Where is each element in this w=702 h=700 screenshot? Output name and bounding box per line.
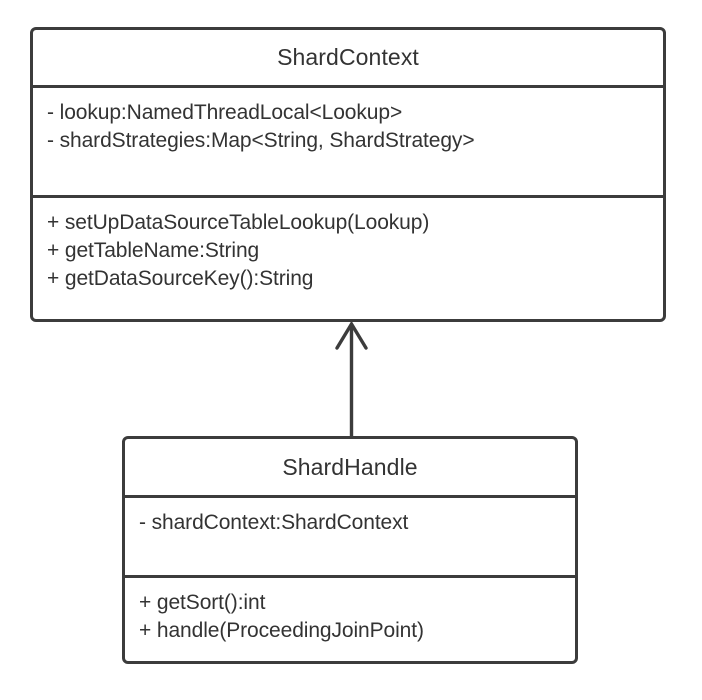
uml-class-shard-handle[interactable]: ShardHandle - shardContext:ShardContext … [122, 436, 578, 664]
method-row: + setUpDataSourceTableLookup(Lookup) [47, 211, 430, 234]
method-row: + getTableName:String [47, 239, 260, 262]
method-row: + getSort():int [139, 591, 266, 614]
class-name-compartment-shard-handle: ShardHandle [125, 439, 575, 495]
methods-compartment-shard-context: + setUpDataSourceTableLookup(Lookup) + g… [33, 195, 663, 319]
attribute-row: - shardContext:ShardContext [139, 511, 409, 534]
uml-class-shard-context[interactable]: ShardContext - lookup:NamedThreadLocal<L… [30, 27, 666, 322]
method-row: + handle(ProceedingJoinPoint) [139, 619, 424, 642]
attribute-row: - shardStrategies:Map<String, ShardStrat… [47, 129, 475, 152]
class-title-shard-handle: ShardHandle [282, 453, 418, 480]
class-name-compartment-shard-context: ShardContext [33, 30, 663, 85]
attribute-row: - lookup:NamedThreadLocal<Lookup> [47, 101, 403, 124]
attributes-compartment-shard-context: - lookup:NamedThreadLocal<Lookup> - shar… [33, 85, 663, 195]
methods-compartment-shard-handle: + getSort():int + handle(ProceedingJoinP… [125, 575, 575, 661]
generalization-arrowhead-icon [335, 320, 368, 350]
method-row: + getDataSourceKey():String [47, 267, 314, 290]
class-title-shard-context: ShardContext [277, 44, 419, 70]
attributes-compartment-shard-handle: - shardContext:ShardContext [125, 495, 575, 575]
